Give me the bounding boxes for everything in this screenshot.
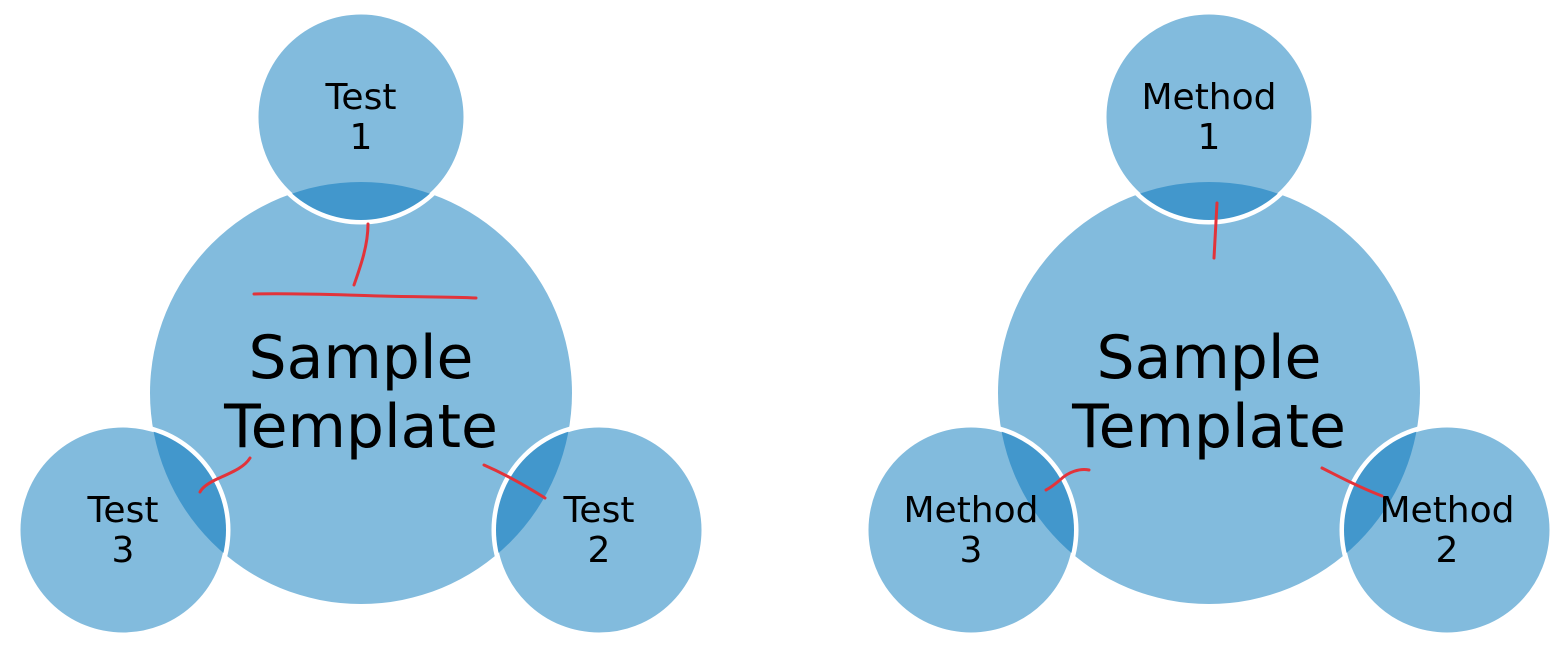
satellite-2-label-line2: 2: [588, 530, 611, 571]
center-label-line2: Template: [1071, 392, 1346, 462]
center-label-line1: Sample: [249, 323, 474, 393]
annotation-connector-3: [198, 456, 252, 494]
satellite-3-label-line2: 3: [112, 530, 135, 571]
satellite-3-label-line2: 3: [960, 530, 983, 571]
diagram-right: Sample Template Method 1 Method 2 Method…: [863, 9, 1555, 638]
satellite-1-label-line1: Method: [1141, 77, 1276, 118]
satellite-circle-1: [1101, 9, 1317, 225]
satellite-circle-1: [253, 9, 469, 225]
satellite-2-label-line1: Method: [1379, 490, 1514, 531]
satellite-3-label-line1: Test: [87, 490, 159, 531]
annotations-left: [198, 222, 547, 500]
center-label-line1: Sample: [1097, 323, 1322, 393]
annotation-connector-3: [1044, 468, 1091, 492]
central-circle: [150, 182, 572, 604]
annotation-connector-2: [482, 463, 547, 500]
satellite-1-label-line1: Test: [325, 77, 397, 118]
annotation-connector-2: [1320, 466, 1384, 498]
annotation-underline: [252, 292, 478, 300]
satellite-1-label-line2: 1: [350, 117, 373, 158]
annotation-connector-1: [1212, 201, 1219, 260]
satellite-2-label-line1: Test: [563, 490, 635, 531]
diagram-left: Sample Template Test 1 Test 2 Test 3: [15, 9, 707, 638]
central-circle: [998, 182, 1420, 604]
annotation-connector-1: [352, 222, 370, 287]
satellite-1-label-line2: 1: [1198, 117, 1221, 158]
satellite-3-label-line1: Method: [903, 490, 1038, 531]
annotations-right: [1044, 201, 1384, 498]
center-label-line2: Template: [223, 392, 498, 462]
satellite-2-label-line2: 2: [1436, 530, 1459, 571]
